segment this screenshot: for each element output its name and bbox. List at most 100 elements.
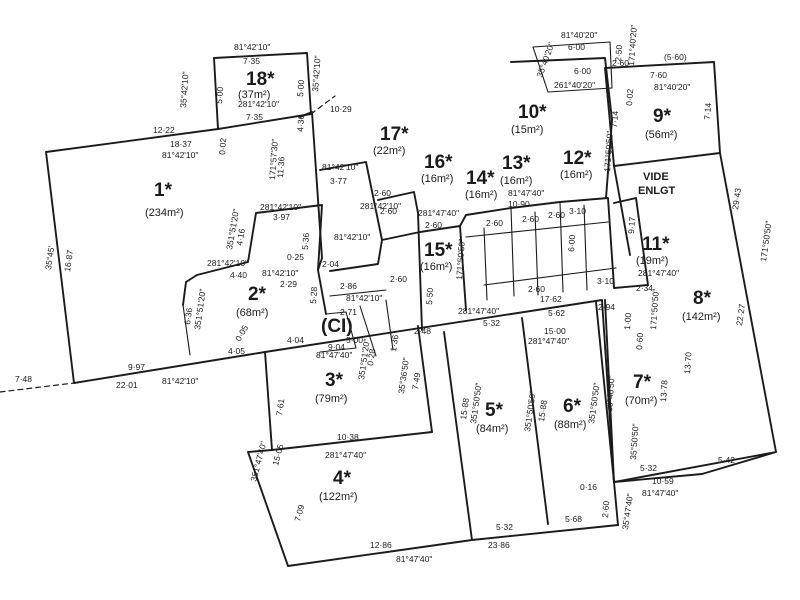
dimension: 81°42'10" — [162, 150, 198, 160]
lot-9-label: 9* — [653, 106, 672, 127]
dimension: 5·68 — [565, 514, 582, 524]
dimension: 5·32 — [483, 318, 500, 328]
lot-9-area: (56m²) — [645, 129, 677, 141]
dimension: 7·60 — [650, 70, 667, 80]
lot-13-label: 13* — [502, 153, 531, 174]
dimension: 5·32 — [496, 522, 513, 532]
lot-3-label: 3* — [325, 370, 344, 391]
dimension: 2·86 — [340, 281, 357, 291]
dimension: 4·04 — [287, 335, 304, 345]
lot-5-area: (84m²) — [476, 423, 508, 435]
front-boundary-line — [73, 351, 266, 384]
lot-8-area: (142m²) — [682, 311, 721, 323]
dimension: 15·00 — [544, 326, 566, 336]
dimension: 81°42'10" — [262, 268, 298, 278]
dimension: 281°42'10" — [238, 99, 279, 109]
dimension: 12·86 — [370, 540, 392, 550]
dimension: 171°40'20" — [626, 24, 639, 66]
dimension: 2·60 — [374, 188, 391, 198]
dimension: 9·04 — [328, 342, 345, 352]
vide-label: VIDE — [643, 171, 669, 183]
lot-3-north-detail — [359, 305, 377, 357]
dimension: 351°50'50" — [586, 382, 602, 424]
lot-10-inner-right — [609, 41, 613, 89]
dimension: 29·43 — [730, 187, 743, 210]
dimension: 5·50 — [424, 287, 435, 305]
bottom-right-boundary — [471, 524, 619, 541]
dimension: 2·60 — [486, 218, 503, 228]
dimension: 12·22 — [153, 125, 175, 135]
dimension: 2·29 — [280, 279, 297, 289]
lot-10-boundary — [510, 57, 613, 199]
lot-11-area: (19m²) — [636, 255, 668, 267]
lot-14-area: (16m²) — [465, 189, 497, 201]
dimension: 3·10 — [569, 206, 586, 216]
dimension: 6·36 — [182, 307, 194, 326]
lot-6-label: 6* — [563, 396, 582, 417]
dimension: 7·49 — [410, 372, 422, 391]
dimension: 81°40'20" — [561, 30, 597, 40]
dimension: 5·36 — [300, 232, 311, 250]
dimension: 22·27 — [734, 303, 747, 326]
dimension: 2·50 — [613, 44, 624, 62]
dimension: 18·37 — [170, 139, 192, 149]
lot-18-dashed-link — [310, 95, 336, 115]
dimension: 281°42'10" — [260, 202, 301, 212]
dimension: 6·00 — [566, 234, 577, 252]
lot-8-label: 8* — [693, 288, 712, 309]
lot-7-east-side — [613, 481, 619, 526]
lot-12-label: 12* — [563, 148, 592, 169]
dimension: 4·40 — [230, 270, 247, 280]
lot-5-6-divider — [521, 317, 549, 525]
lot-17-area: (22m²) — [373, 145, 405, 157]
dimension: 2·94 — [598, 302, 615, 312]
lot-15-boundary — [381, 225, 467, 311]
lot-3-4-divider — [271, 431, 433, 451]
dimension: 10·38 — [337, 432, 359, 442]
dimension: 3·10 — [597, 276, 614, 286]
lot-10-inner-left — [532, 46, 549, 93]
dimension: 171°50'50" — [648, 288, 661, 330]
lot-3-east-side — [417, 325, 433, 433]
dimension: 13·78 — [658, 379, 670, 402]
dimension: 171°50'50" — [758, 220, 774, 262]
dimension: 7·14 — [609, 110, 620, 128]
dimension: 13·70 — [682, 351, 694, 374]
dimension: 0·28 — [365, 348, 377, 367]
lot-1-area: (234m²) — [145, 207, 184, 219]
dimension: 81°42'10" — [334, 232, 370, 242]
dimension: 281°47'40" — [458, 306, 499, 316]
dimension: 23·86 — [488, 540, 510, 550]
lot-10-area: (15m²) — [511, 124, 543, 136]
lot-5-label: 5* — [485, 400, 504, 421]
dimension: 351°51'20" — [192, 288, 208, 330]
dimension: 0·16 — [580, 482, 597, 492]
lot-15-label: 15* — [424, 240, 453, 261]
lot-15-area: (16m²) — [420, 261, 452, 273]
dimension: 6·00 — [568, 42, 585, 52]
dimension: 171°50'50" — [454, 238, 467, 280]
dimension: 1·36 — [388, 334, 400, 353]
lot-11-boundary — [613, 197, 649, 289]
common-property-boundary — [319, 311, 357, 353]
dimension: 5·00 — [346, 335, 363, 345]
dimension: 81°47'40" — [316, 350, 352, 360]
dimension: 81°42'10" — [322, 162, 358, 172]
lots-strip-inner-2 — [483, 267, 617, 286]
dimension: 2·34 — [636, 283, 653, 293]
lot-3-north-detail-2 — [385, 299, 394, 351]
lot-2-inner-line — [182, 304, 191, 356]
lot-2-label: 2* — [248, 284, 267, 305]
dimension: 2·60 — [528, 284, 545, 294]
lot-10-label: 10* — [518, 102, 547, 123]
dimension: 281°47'40" — [528, 336, 569, 346]
dimension: 10·59 — [652, 476, 674, 486]
dimension: 7·48 — [15, 374, 32, 384]
lot-11-label: 11* — [642, 234, 670, 255]
dimension: 35°45' — [43, 245, 56, 270]
lot-10-inner-bottom — [547, 87, 613, 93]
dimension: 0·25 — [287, 252, 304, 262]
lot-12-area: (16m²) — [560, 169, 592, 181]
dimension: 81°42'10" — [346, 293, 382, 303]
